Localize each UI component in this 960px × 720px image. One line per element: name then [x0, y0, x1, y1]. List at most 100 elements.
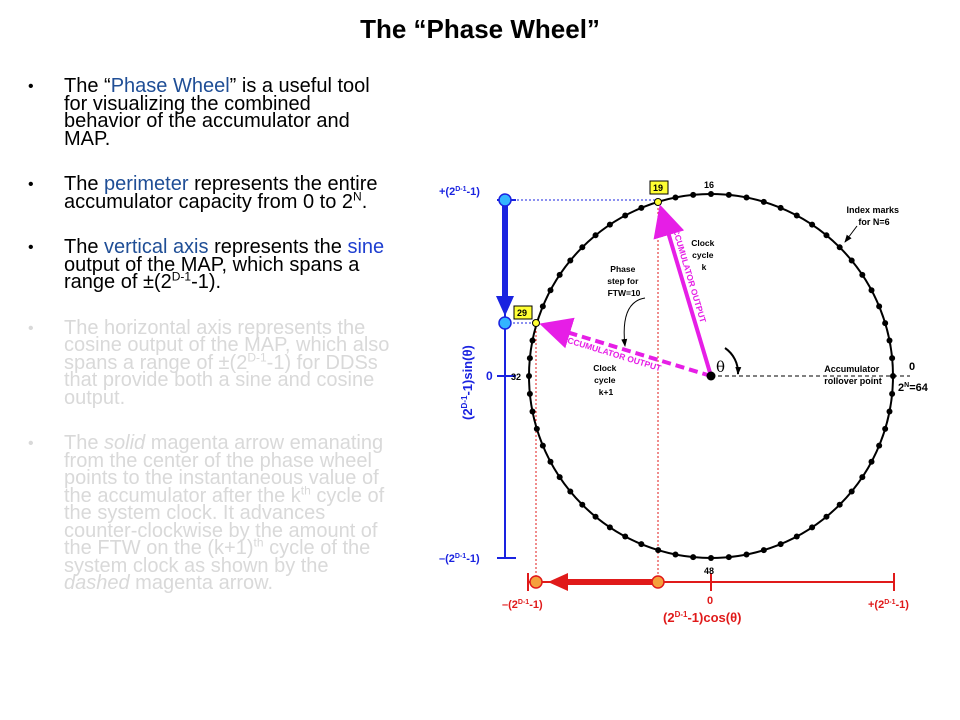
left-value-label: –(2D-1-1): [502, 599, 543, 611]
index-mark-dot: [672, 194, 679, 201]
index-mark-dot: [606, 524, 613, 531]
bullet-text: The: [64, 432, 105, 454]
bullet-phase-wheel: • The “Phase Wheel” is a useful tool for…: [28, 75, 390, 150]
index-mark-dot: [760, 198, 767, 205]
bullet-em: solid: [104, 432, 146, 454]
bullet-text: cycle of the system clock. It advances c…: [64, 484, 385, 559]
bullet-dot: •: [28, 239, 34, 256]
sine-29-marker: [498, 316, 512, 330]
top-value-label: +(2D-1-1): [439, 186, 480, 198]
phase-point-19: [654, 198, 662, 206]
mark-0-label: 0: [909, 361, 915, 373]
index-mark-dot: [529, 408, 536, 415]
box-19-label: 19: [653, 183, 663, 193]
bullet-highlight: perimeter: [104, 173, 189, 195]
index-mark-dot: [876, 442, 883, 449]
bullet-dot: •: [28, 78, 34, 95]
index-mark-dot: [655, 547, 662, 554]
index-mark-dot: [836, 244, 843, 251]
index-mark-dot: [708, 191, 714, 197]
index-mark-dot: [889, 355, 896, 362]
cosine-29-marker: [529, 575, 543, 589]
phase-step-label: Phase step for FTW=10: [607, 264, 641, 298]
index-mark-dot: [868, 287, 875, 294]
bullet-list: • The “Phase Wheel” is a useful tool for…: [28, 75, 390, 621]
bullet-text: represents the entire accumulator capaci…: [64, 173, 378, 213]
bullet-text: .: [361, 190, 368, 213]
bullet-text: -1).: [191, 271, 222, 293]
index-mark-dot: [622, 533, 629, 540]
sine-drop-arrowhead: [496, 296, 514, 316]
index-mark-dot: [556, 271, 563, 278]
bullet-perimeter: • The perimeter represents the entire ac…: [28, 173, 390, 213]
clock-cycle-k1-label: Clock cycle k+1: [593, 363, 619, 397]
index-mark-dot: [743, 551, 750, 558]
index-mark-dot: [809, 221, 816, 228]
index-mark-dot: [859, 271, 866, 278]
bullet-highlight: sine: [347, 236, 385, 258]
cosine-axis-label: (2D-1-1)cos(θ): [663, 610, 741, 625]
theta-arc: [724, 347, 742, 375]
bullet-text: The horizontal axis represents the cosin…: [64, 316, 390, 374]
wheel-center: [706, 371, 716, 381]
phase-wheel-diagram: +(2D-1-1) –(2D-1-1) 0 (2D-1-1)sin(θ) –(2…: [439, 180, 929, 625]
index-mark-dot: [526, 390, 533, 397]
index-mark-dot: [725, 554, 732, 561]
index-mark-dot: [547, 287, 554, 294]
index-mark-dot: [708, 555, 714, 561]
bullet-highlight: vertical axis: [104, 236, 209, 258]
rollover-label: Accumulator rollover point: [824, 364, 882, 386]
index-mark-dot: [823, 513, 830, 520]
index-mark-dot: [848, 488, 855, 495]
bullet-sup: th: [300, 482, 311, 497]
index-mark-dot: [876, 303, 883, 310]
sine-top-marker: [498, 193, 512, 207]
box-29-label: 29: [517, 308, 527, 318]
index-mark-dot: [579, 501, 586, 508]
index-mark-dot: [859, 474, 866, 481]
index-mark-dot: [690, 554, 697, 561]
index-mark-dot: [886, 337, 893, 344]
index-mark-dot: [526, 355, 533, 362]
index-mark-dot: [539, 442, 546, 449]
index-mark-dot: [760, 547, 767, 554]
index-mark-dot: [836, 501, 843, 508]
index-mark-dot: [579, 244, 586, 251]
index-mark-dot: [529, 337, 536, 344]
mark-16-label: 16: [704, 180, 714, 190]
index-mark-dot: [592, 513, 599, 520]
bullet-text: ” is a useful tool for visualizing the c…: [64, 75, 370, 150]
bullet-vertical-axis: • The vertical axis represents the sine …: [28, 236, 390, 293]
bullet-sup: th: [253, 535, 264, 550]
index-mark-dot: [882, 320, 889, 327]
index-mark-dot: [793, 533, 800, 540]
right-value-label: +(2D-1-1): [868, 599, 909, 611]
cosine-shift-arrowhead: [548, 573, 568, 591]
bullet-text: magenta arrow emanating from the center …: [64, 432, 384, 507]
bullet-em: dashed: [64, 572, 130, 594]
index-mark-dot: [777, 204, 784, 211]
index-mark-dot: [793, 212, 800, 219]
bullet-text: The: [64, 236, 105, 258]
index-mark-dot: [638, 204, 645, 211]
index-mark-dot: [592, 232, 599, 239]
theta-label: θ: [716, 358, 725, 376]
index-mark-dot: [809, 524, 816, 531]
index-mark-dot: [882, 425, 889, 432]
index-mark-dot: [547, 458, 554, 465]
cosine-zero-label: 0: [707, 595, 713, 607]
index-mark-dot: [848, 257, 855, 264]
index-mark-dot: [533, 425, 540, 432]
index-mark-dot: [672, 551, 679, 558]
bullet-sup: D-1: [247, 349, 267, 364]
sine-zero-label: 0: [486, 369, 493, 383]
index-marks-label: Index marks for N=6: [846, 205, 901, 227]
index-marks-pointer: [844, 225, 858, 243]
phase-point-29: [532, 319, 540, 327]
index-mark-dot: [823, 232, 830, 239]
bullet-text: The “: [64, 75, 111, 97]
index-mark-dot: [725, 191, 732, 198]
index-mark-dot: [526, 373, 532, 379]
box-29: [513, 305, 533, 320]
index-mark-dot: [567, 488, 574, 495]
